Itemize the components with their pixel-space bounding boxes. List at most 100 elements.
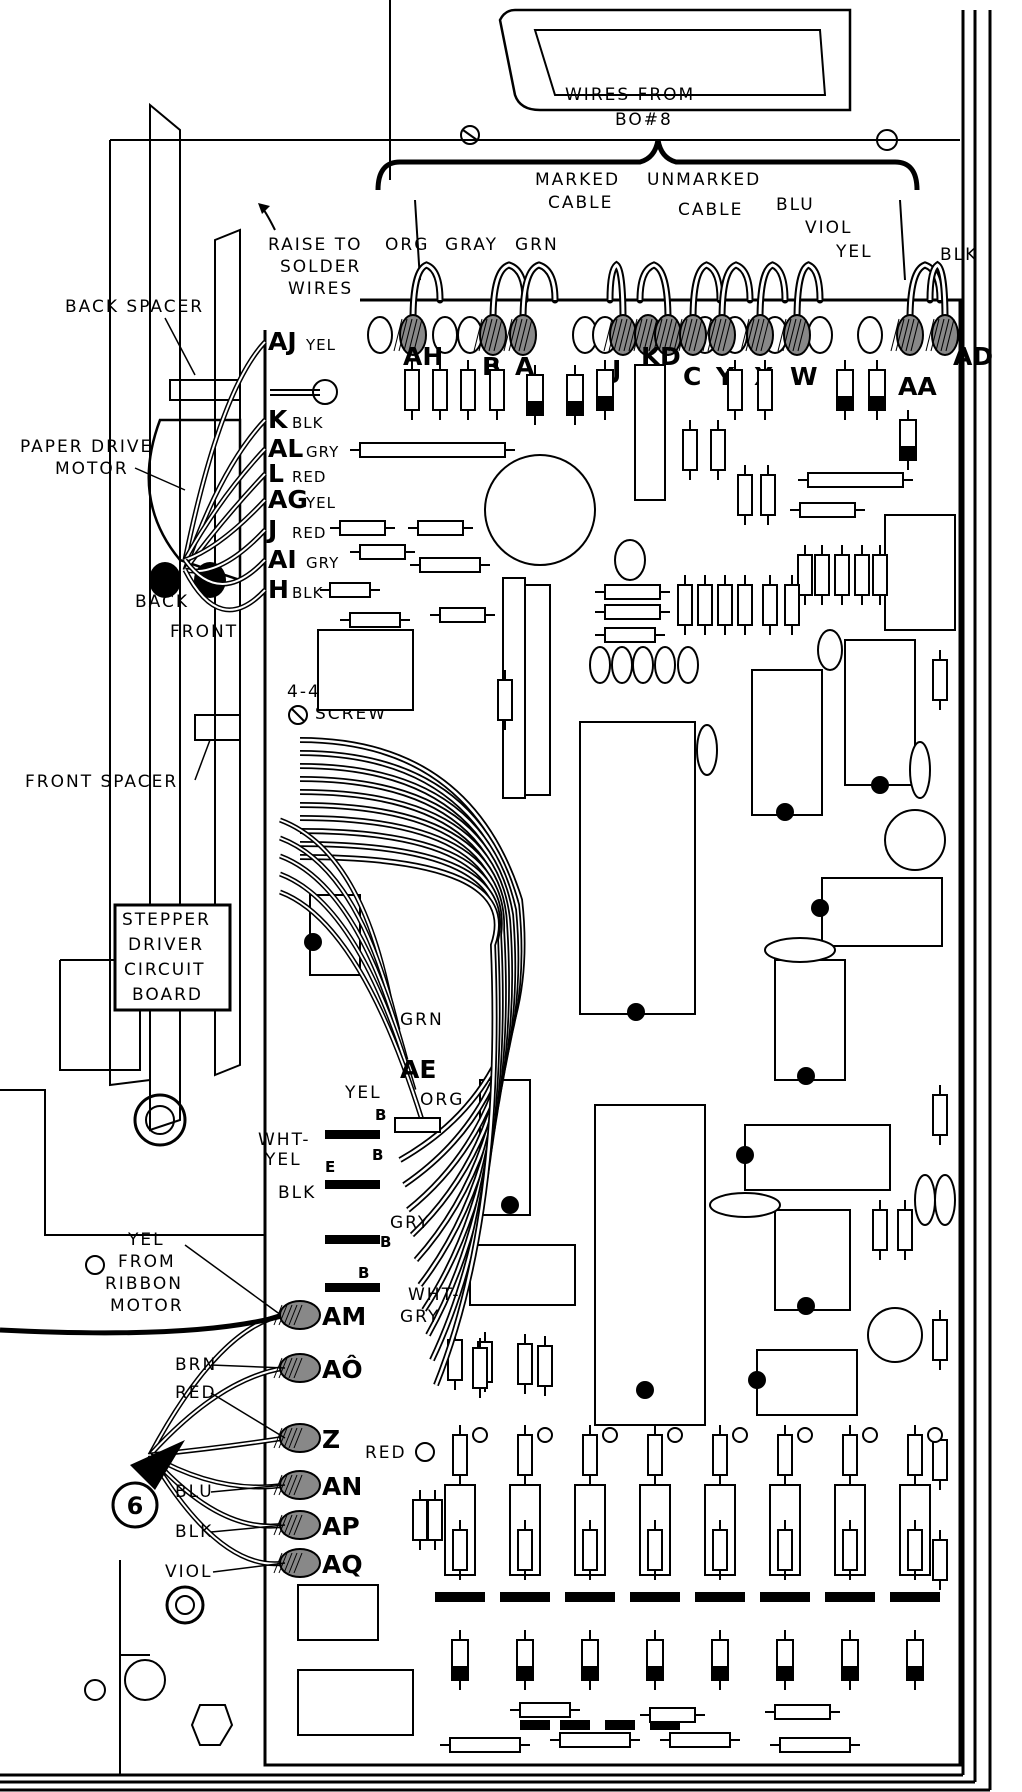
callout-number: 6 [127, 1492, 144, 1520]
paper-drive-motor [147, 418, 242, 582]
resistor-icon [814, 554, 830, 596]
resistor-icon [517, 1434, 533, 1476]
top-terminal-row: AHBAJKDCYXWAAAD [367, 314, 993, 401]
bottom-terminal-label: AP [322, 1512, 360, 1541]
b2-label: B [372, 1146, 384, 1164]
ic-chip-icon [751, 669, 823, 816]
wht-gry-label: WHT- [408, 1285, 461, 1305]
resistor-icon [907, 1434, 923, 1476]
resistor-icon [737, 584, 753, 626]
b1-label: B [375, 1106, 387, 1124]
bottom-left-hardware [84, 1560, 234, 1775]
top-terminal-label: D [660, 342, 681, 371]
capacitor-icon [709, 1192, 781, 1218]
pin1-marker-icon [627, 1003, 645, 1021]
back-label: BACK [135, 592, 189, 612]
stepper-label: STEPPER [122, 910, 211, 930]
resistor-icon [697, 584, 713, 626]
chip-icon [469, 1244, 576, 1306]
resistor-icon [452, 1434, 468, 1476]
pin1-marker-icon [811, 899, 829, 917]
back-terminal-icon [149, 562, 181, 598]
housing-screw-icon [876, 129, 898, 151]
e-label: E [325, 1158, 336, 1176]
resistor-icon [710, 429, 726, 471]
resistor-icon [842, 1529, 858, 1571]
resistor-icon [677, 584, 693, 626]
z-red-label: RED [365, 1443, 407, 1463]
resistor-icon [712, 1529, 728, 1571]
capacitor-icon [884, 809, 946, 871]
chip-icon [774, 1209, 851, 1311]
front-spacer-label: FRONT SPACER [25, 772, 178, 792]
viol-label: VIOL [805, 218, 853, 238]
chip-icon [744, 1124, 891, 1191]
top-terminal-pad [648, 314, 682, 356]
bottom-wire-color: RED [175, 1383, 217, 1403]
resistor-icon [559, 1732, 631, 1748]
resistor-icon [799, 502, 856, 518]
back-spacer [169, 379, 241, 401]
ribbon-motor-label: MOTOR [110, 1296, 184, 1316]
resistor-icon [727, 369, 743, 411]
resistor-icon [669, 1732, 731, 1748]
top-terminal-pad [890, 314, 924, 356]
resistor-icon [649, 1707, 696, 1723]
org-mid-label: ORG [420, 1090, 464, 1110]
chip-icon [634, 364, 666, 501]
pin1-marker-icon [736, 1146, 754, 1164]
resistor-icon [647, 1529, 663, 1571]
resistor-icon [797, 554, 813, 596]
screw-icon [288, 705, 308, 725]
blk-mid-label: BLK [278, 1183, 316, 1203]
ic-chip-icon [821, 877, 943, 947]
bottom-terminal-pad [273, 1423, 321, 1453]
grn-label: GRN [515, 235, 559, 255]
marked-cable-label: MARKED [535, 170, 620, 190]
resistor-icon [842, 1434, 858, 1476]
resistor-icon [452, 1529, 468, 1571]
top-terminal-label: A [515, 352, 535, 381]
raise-note: RAISE TO SOLDER WIRES [258, 203, 361, 299]
resistor-icon [497, 679, 513, 721]
motor-terminal-id: L [268, 459, 284, 488]
resistor-icon [517, 1343, 533, 1385]
chip-icon [884, 514, 956, 631]
motor-terminal-color: BLK [292, 584, 324, 602]
resistor-icon [604, 584, 661, 600]
motor-terminal-id: K [268, 405, 289, 434]
chip-icon [297, 1669, 414, 1736]
resistor-icon [519, 1702, 571, 1718]
resistor-icon [779, 1737, 851, 1753]
ae-terminal-label: AE [400, 1055, 436, 1084]
unmarked-cable-label-2: CABLE [678, 200, 743, 220]
motor-wire-bundle [182, 340, 267, 613]
housing-screw-icon [460, 125, 480, 145]
resistor-icon [359, 442, 506, 458]
back-spacer-label: BACK SPACER [65, 297, 204, 317]
board-label: BOARD [132, 985, 203, 1005]
top-terminal-pad [603, 314, 637, 356]
knob-icon [133, 1093, 187, 1147]
resistor-icon [460, 369, 476, 411]
pin1-marker-icon [748, 1371, 766, 1389]
ribbon-screw-icon [85, 1255, 105, 1275]
bottom-terminal-label: Z [322, 1425, 340, 1454]
resistor-icon [417, 520, 464, 536]
resistor-icon [784, 584, 800, 626]
capacitor-icon [867, 1307, 923, 1363]
resistor-icon [359, 544, 406, 560]
resistor-icon [604, 604, 661, 620]
top-wire-bundle [409, 260, 949, 324]
motor-terminal-color: YEL [305, 336, 336, 354]
motor-terminal-color: YEL [305, 494, 336, 512]
solder-text: SOLDER [280, 257, 361, 277]
driver-label: DRIVER [128, 935, 204, 955]
main-harness [279, 737, 526, 1387]
top-terminal-pad [777, 314, 811, 356]
top-terminal-pad [702, 314, 736, 356]
pin1-marker-icon [501, 1196, 519, 1214]
resistor-icon [349, 612, 401, 628]
motor-terminal-id: AI [268, 545, 297, 574]
